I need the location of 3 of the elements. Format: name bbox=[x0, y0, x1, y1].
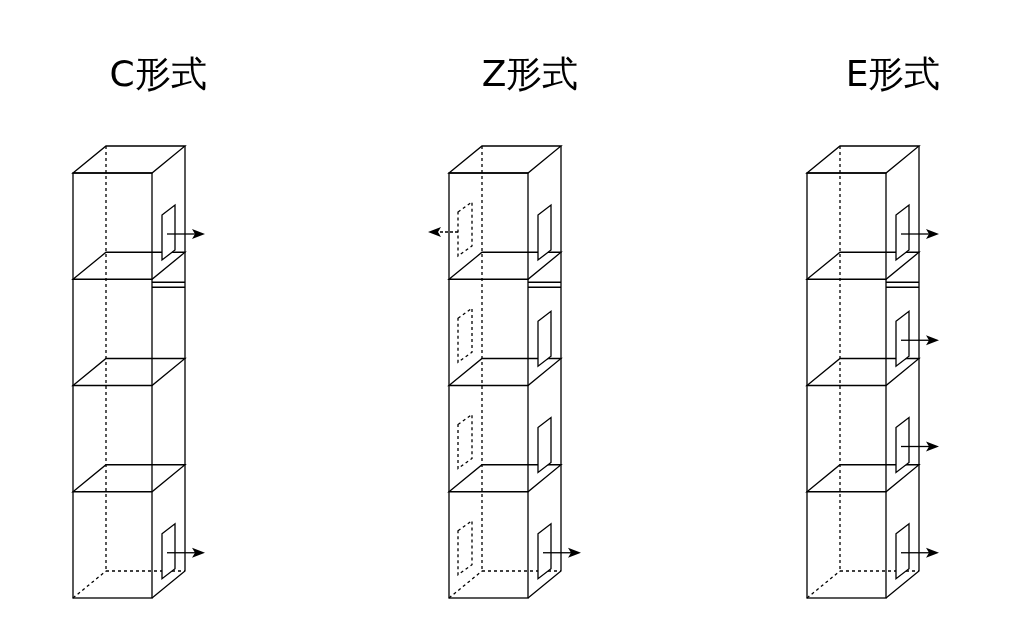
heading: C形式 bbox=[109, 52, 207, 96]
heading: Z形式 bbox=[481, 52, 579, 96]
heading: E形式 bbox=[845, 52, 941, 96]
